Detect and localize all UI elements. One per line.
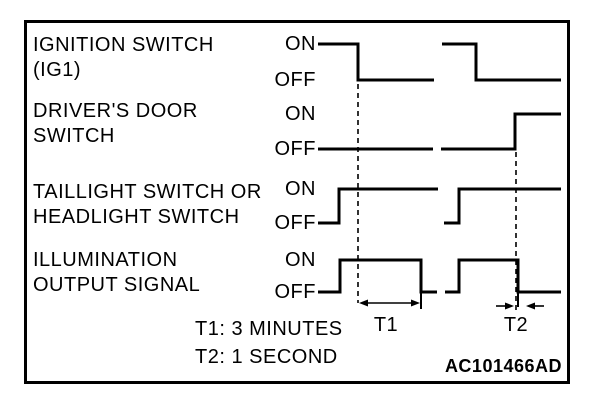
off-level-label-ignition: OFF	[274, 69, 316, 91]
signal-label-line: ILLUMINATION	[33, 249, 178, 271]
signal-label-line: TAILLIGHT SWITCH OR	[33, 181, 262, 203]
signal-label-line: DRIVER'S DOOR	[33, 100, 198, 122]
figure-code: AC101466AD	[444, 356, 562, 376]
off-level-label-illumination: OFF	[274, 281, 316, 303]
signal-label-line: IGNITION SWITCH	[33, 34, 214, 56]
t2-interval-label: T2	[503, 314, 529, 336]
note-t1-duration: T1: 3 MINUTES	[195, 318, 343, 340]
figure-border	[24, 20, 570, 384]
on-level-label-door: ON	[285, 103, 316, 125]
signal-label-line: SWITCH	[33, 125, 115, 147]
on-level-label-illumination: ON	[285, 249, 316, 271]
off-level-label-door: OFF	[274, 138, 316, 160]
signal-label-line: (IG1)	[33, 59, 82, 81]
on-level-label-taillight: ON	[285, 178, 316, 200]
off-level-label-taillight: OFF	[274, 212, 316, 234]
t1-interval-label: T1	[373, 314, 399, 336]
signal-label-ignition-switch: IGNITION SWITCH (IG1)	[33, 33, 214, 83]
on-level-label-ignition: ON	[285, 33, 316, 55]
signal-label-drivers-door-switch: DRIVER'S DOOR SWITCH	[33, 99, 198, 149]
signal-label-taillight-switch: TAILLIGHT SWITCH OR HEADLIGHT SWITCH	[33, 180, 262, 230]
signal-label-illumination-output: ILLUMINATION OUTPUT SIGNAL	[33, 248, 200, 298]
note-t2-duration: T2: 1 SECOND	[195, 346, 338, 368]
signal-label-line: HEADLIGHT SWITCH	[33, 206, 240, 228]
signal-label-line: OUTPUT SIGNAL	[33, 274, 201, 296]
